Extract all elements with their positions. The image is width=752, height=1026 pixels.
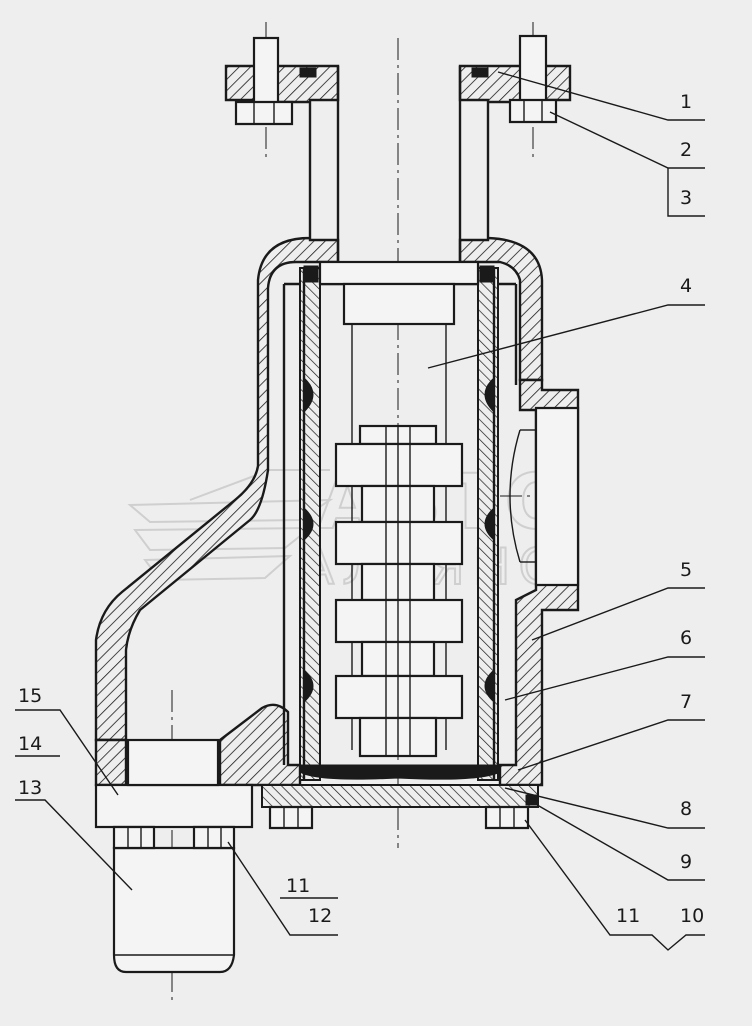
cylinder-liner — [299, 260, 499, 781]
piston-rod — [334, 282, 464, 758]
bottom-cover — [261, 764, 539, 808]
callout-3: 3 — [680, 187, 692, 209]
callout-7: 7 — [680, 691, 692, 713]
callout-6: 6 — [680, 627, 692, 649]
outlet-assembly — [94, 738, 254, 974]
callout-8: 8 — [680, 798, 692, 820]
callouts: 1 2 3 4 5 6 7 8 9 10 11 11 12 13 14 15 — [18, 91, 704, 927]
callout-1: 1 — [680, 91, 692, 113]
fasteners — [112, 34, 558, 850]
callout-14: 14 — [18, 733, 42, 755]
callout-2: 2 — [680, 139, 692, 161]
leader-lines — [15, 71, 705, 951]
callout-13: 13 — [18, 777, 42, 799]
callout-15: 15 — [18, 685, 42, 707]
callout-10: 10 — [680, 905, 704, 927]
callout-9: 9 — [680, 851, 692, 873]
callout-11-left: 11 — [286, 875, 310, 897]
callout-4: 4 — [680, 275, 692, 297]
callout-5: 5 — [680, 559, 692, 581]
callout-12: 12 — [308, 905, 332, 927]
callout-11-right: 11 — [616, 905, 640, 927]
